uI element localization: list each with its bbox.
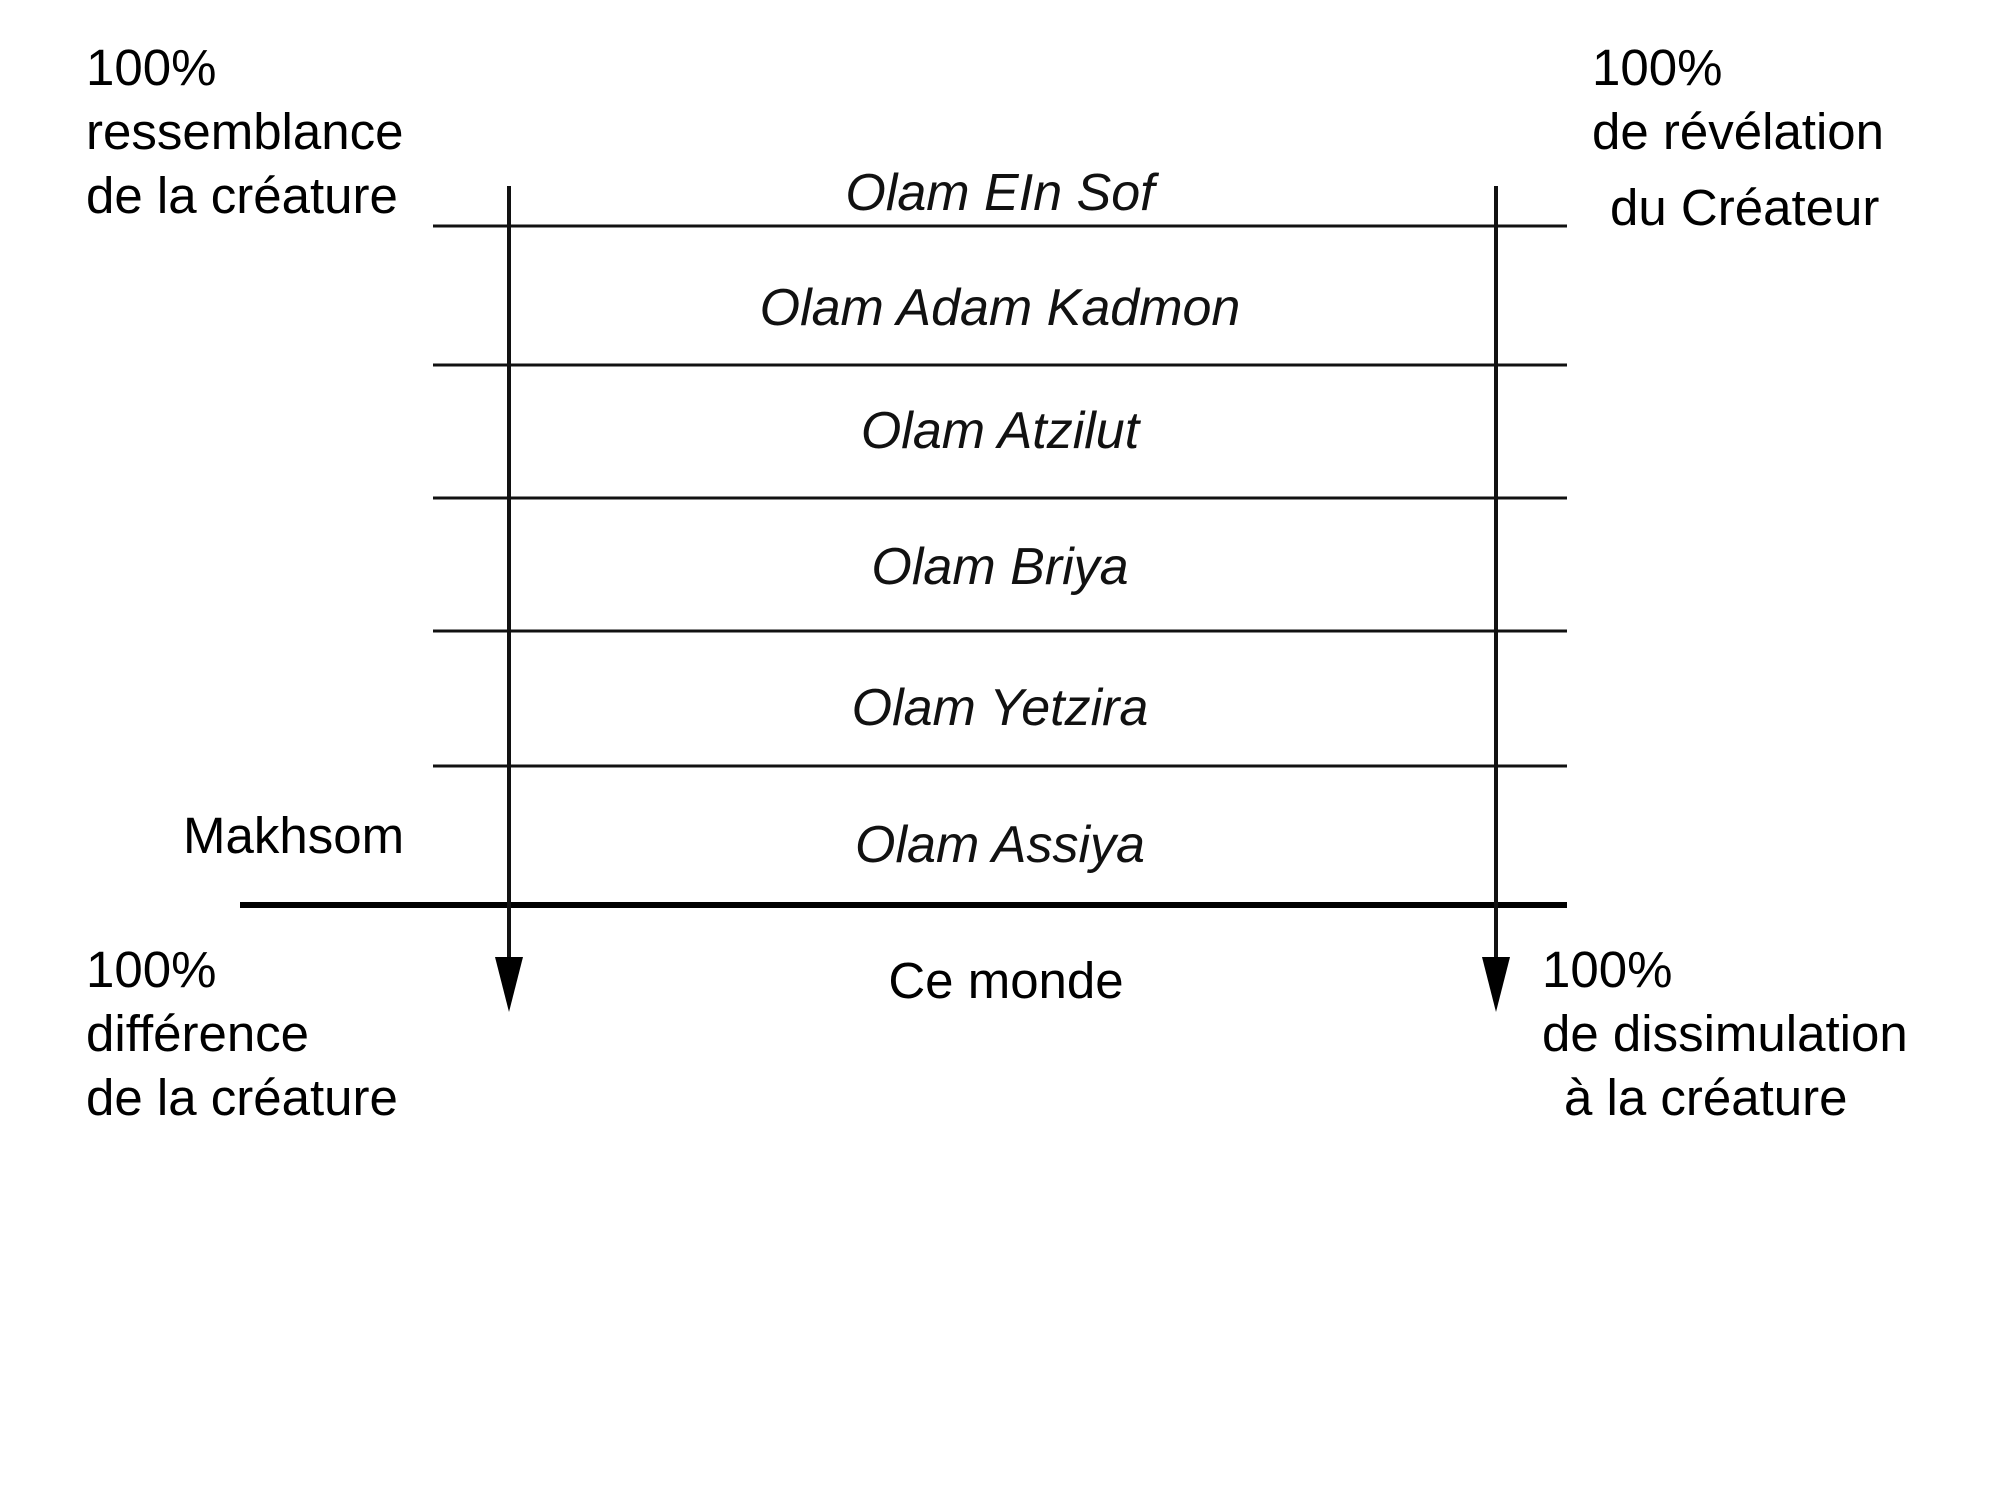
bottom-left-line-3: de la créature [86,1069,398,1126]
top-left-line-3: de la créature [86,167,398,224]
bottom-right-line-3: à la créature [1564,1069,1848,1126]
top-right-line-1: 100% [1592,39,1723,96]
left-arrow-head [495,957,523,1012]
makhsom-label: Makhsom [183,807,404,864]
bottom-left-caption: 100% différence de la créature [86,938,398,1130]
this-world-label: Ce monde [888,952,1123,1009]
top-left-line-2: ressemblance [86,103,404,160]
world-label-assiya: Olam Assiya [855,816,1145,874]
world-label-adam-kadmon: Olam Adam Kadmon [760,279,1241,337]
top-left-caption: 100% ressemblance de la créature [86,36,403,228]
bottom-right-caption: 100% de dissimulation à la créature [1542,938,1908,1130]
world-label-yetzira: Olam Yetzira [852,679,1149,737]
bottom-left-line-1: 100% [86,941,217,998]
top-right-line-3: du Créateur [1610,179,1880,236]
world-label-atzilut: Olam Atzilut [861,402,1142,460]
top-right-caption: 100% de révélation du Créateur [1592,36,1884,240]
top-left-line-1: 100% [86,39,217,96]
top-right-line-2: de révélation [1592,103,1885,160]
world-label-ein-sof: Olam EIn Sof [845,164,1159,222]
bottom-left-line-2: différence [86,1005,310,1062]
bottom-right-line-1: 100% [1542,941,1673,998]
right-arrow-head [1482,957,1510,1012]
world-label-briya: Olam Briya [871,538,1128,596]
bottom-right-line-2: de dissimulation [1542,1005,1908,1062]
